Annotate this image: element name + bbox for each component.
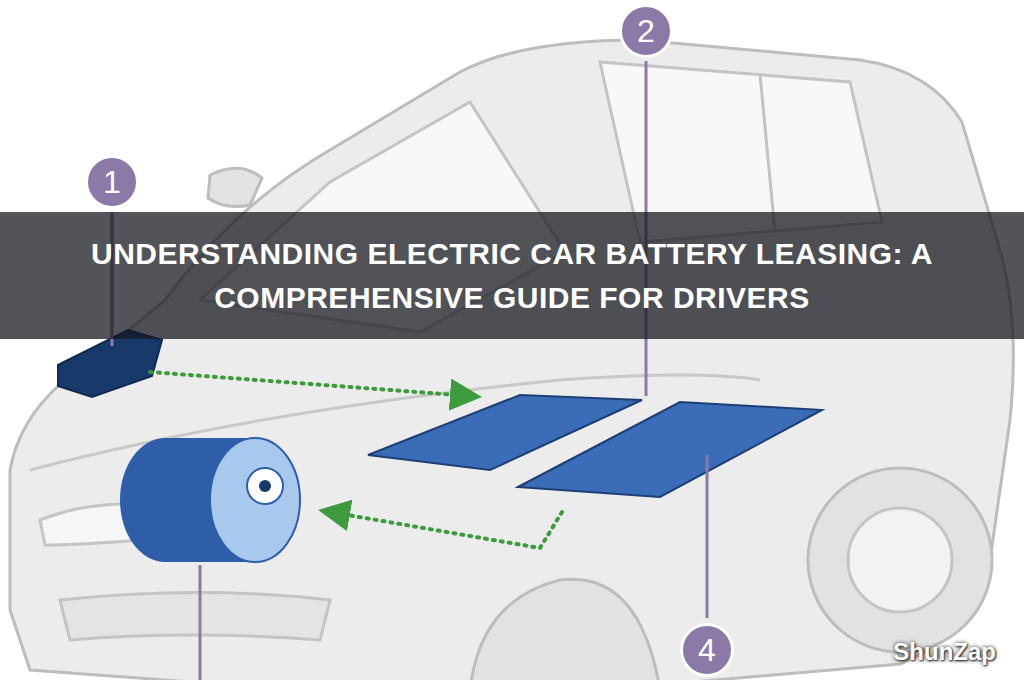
callout-circle: 1 bbox=[85, 155, 139, 209]
callout-number: 1 bbox=[103, 166, 121, 198]
callout-circle: 2 bbox=[619, 4, 673, 58]
callout-number: 4 bbox=[698, 634, 716, 666]
watermark: ShunZap bbox=[893, 638, 996, 666]
title-text: UNDERSTANDING ELECTRIC CAR BATTERY LEASI… bbox=[40, 232, 984, 319]
callout-number: 2 bbox=[637, 15, 655, 47]
title-banner: UNDERSTANDING ELECTRIC CAR BATTERY LEASI… bbox=[0, 212, 1024, 339]
callout-circle: 4 bbox=[680, 623, 734, 677]
